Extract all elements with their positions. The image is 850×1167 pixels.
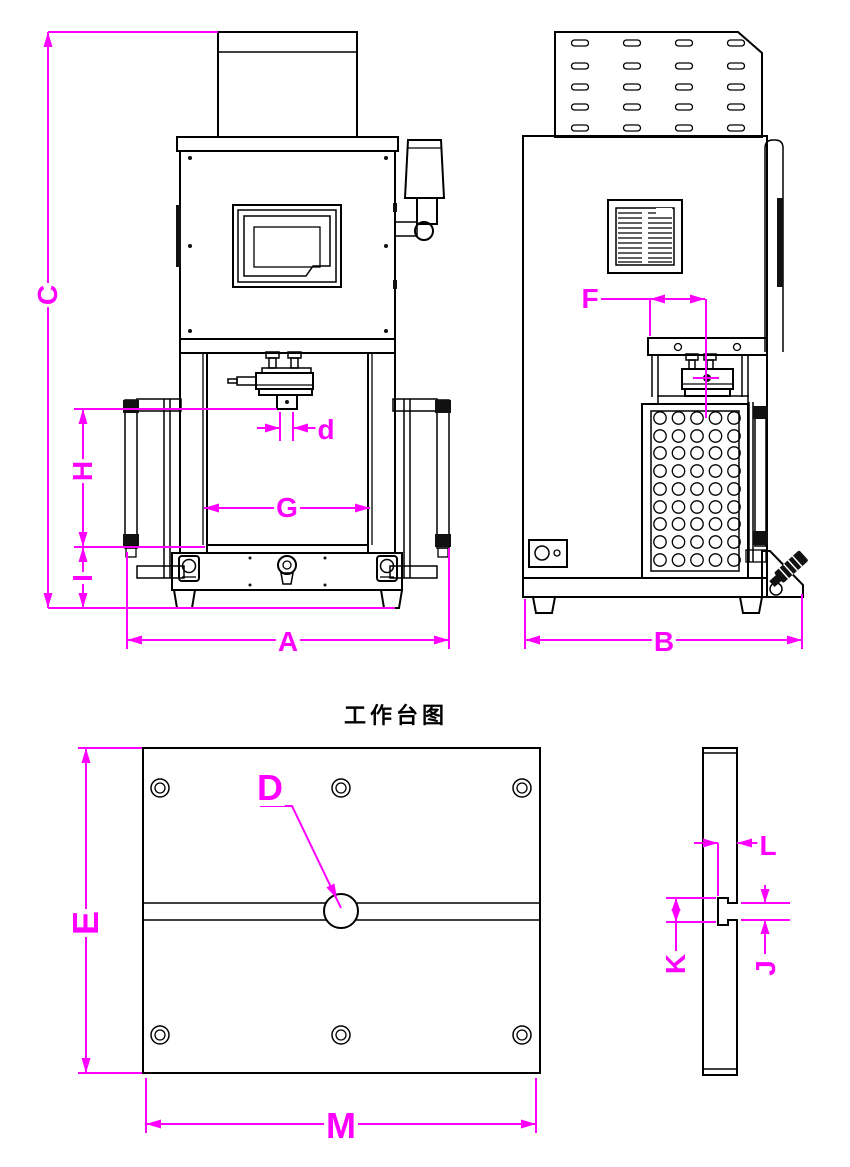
center-hole	[323, 893, 359, 929]
door-handle-side	[777, 198, 783, 287]
press-tool	[276, 394, 298, 410]
door-handle	[176, 205, 181, 267]
worktable-plate	[142, 747, 541, 1074]
light-curtain-right	[389, 398, 451, 579]
top-column	[217, 31, 358, 138]
dim-J	[741, 885, 790, 954]
dim-d	[257, 412, 316, 441]
signal-lamp	[394, 139, 446, 241]
side-body	[522, 135, 784, 579]
dim-C	[43, 31, 395, 609]
worktable-plan	[142, 747, 541, 1074]
foot	[738, 596, 764, 614]
dim-label-G: G	[274, 492, 300, 523]
front-panel-edge	[764, 139, 784, 352]
side-view	[522, 31, 808, 614]
light-curtain-left	[123, 398, 185, 579]
machine-base	[171, 552, 404, 609]
dim-F	[601, 294, 719, 418]
dim-label-C: C	[32, 282, 63, 308]
worktable-section	[702, 747, 739, 1076]
foot	[531, 596, 557, 614]
pedal-connector	[769, 550, 808, 588]
dim-H	[74, 408, 277, 548]
t-slot-profile	[717, 897, 738, 926]
foot	[172, 589, 197, 609]
pedal-bracket	[761, 550, 804, 598]
power-outlet	[528, 539, 568, 568]
dim-label-I: I	[67, 572, 98, 584]
worktable-diagram-title: 工作台图	[343, 703, 449, 728]
perforated-guard	[641, 403, 749, 579]
dim-label-F: F	[579, 283, 601, 314]
dim-K	[666, 897, 716, 951]
dim-label-K: K	[660, 951, 691, 977]
dim-label-M: M	[324, 1105, 358, 1146]
dim-label-A: A	[275, 626, 301, 657]
side-base	[522, 550, 808, 614]
ram-assembly	[227, 351, 314, 410]
dim-L	[694, 838, 759, 896]
fan-grille	[607, 199, 683, 274]
dim-label-L: L	[757, 830, 779, 861]
dim-label-H: H	[67, 458, 98, 484]
light-curtain-side	[745, 402, 768, 563]
center-fixture	[277, 555, 297, 585]
dim-D-leader	[260, 805, 342, 909]
cylinder-bracket	[647, 337, 768, 405]
dim-label-J: J	[750, 958, 781, 978]
vent-panel	[554, 31, 763, 138]
dim-label-d: d	[315, 414, 337, 445]
clamp-left	[178, 555, 200, 582]
touchscreen-panel	[232, 204, 342, 288]
dim-label-D: D	[255, 767, 285, 808]
dim-label-B: B	[651, 626, 677, 657]
foot	[379, 589, 404, 609]
dim-label-E: E	[65, 908, 106, 938]
front-view	[123, 31, 451, 609]
press-columns	[179, 352, 396, 554]
head-housing	[176, 136, 399, 354]
clamp-right	[376, 555, 398, 582]
